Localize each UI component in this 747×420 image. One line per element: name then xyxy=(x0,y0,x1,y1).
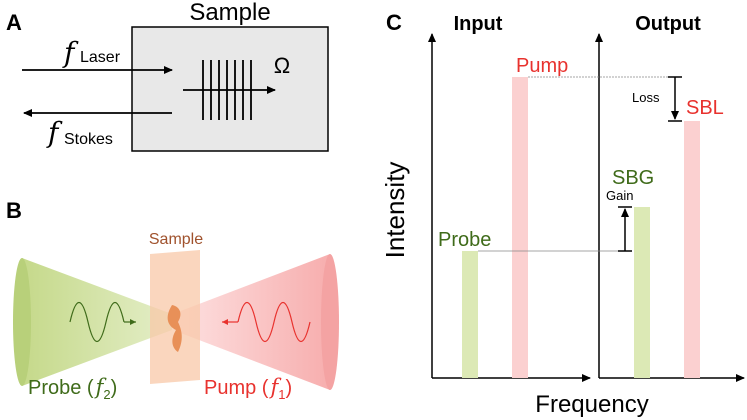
sample-focus xyxy=(167,305,182,352)
input-probe-bar xyxy=(462,251,478,378)
output-pump-bar xyxy=(684,121,700,378)
probe-beam-cone xyxy=(22,258,172,386)
sbl-label: SBL xyxy=(686,97,724,119)
pump-wave xyxy=(237,301,311,343)
output-title: Output xyxy=(635,13,701,35)
panel-b-label: B xyxy=(6,198,22,223)
pump-beam-end xyxy=(321,254,339,390)
panel-a-label: A xyxy=(6,10,22,35)
probe-wave xyxy=(69,301,125,343)
pump-frequency-label: Pump (f1) xyxy=(204,375,292,402)
panel-a: A Sample f Laser f Stokes Ω xyxy=(6,0,329,152)
panel-c-label: C xyxy=(386,10,402,35)
laser-subscript: Laser xyxy=(80,49,121,66)
y-axis-title: Intensity xyxy=(380,162,410,259)
input-pump-bar xyxy=(512,77,528,378)
pump-wave-arrowhead xyxy=(222,319,228,325)
sbg-label: SBG xyxy=(612,167,654,189)
panel-b: B Sample Probe (f2) Pump (f1) xyxy=(6,198,339,402)
panel-c: C Input Output Intensity Frequency Gain … xyxy=(380,10,745,418)
gain-label: Gain xyxy=(606,188,633,203)
f-laser-symbol: f xyxy=(62,36,79,69)
probe-beam-end xyxy=(13,258,31,386)
pump-label: Pump xyxy=(516,55,568,77)
f-stokes-symbol: f xyxy=(46,116,63,149)
sample-box xyxy=(131,26,329,152)
probe-frequency-label: Probe (f2) xyxy=(28,375,117,402)
omega-label: Ω xyxy=(274,53,290,78)
pump-beam-cone xyxy=(178,254,330,390)
sample-label: Sample xyxy=(149,231,203,248)
loss-label: Loss xyxy=(632,90,660,105)
probe-wave-arrowhead xyxy=(130,319,136,325)
sample-title: Sample xyxy=(189,0,270,26)
stokes-subscript: Stokes xyxy=(64,131,113,148)
input-title: Input xyxy=(454,13,503,35)
output-probe-bar xyxy=(634,207,650,378)
probe-label: Probe xyxy=(438,229,491,251)
x-axis-title: Frequency xyxy=(535,391,648,418)
